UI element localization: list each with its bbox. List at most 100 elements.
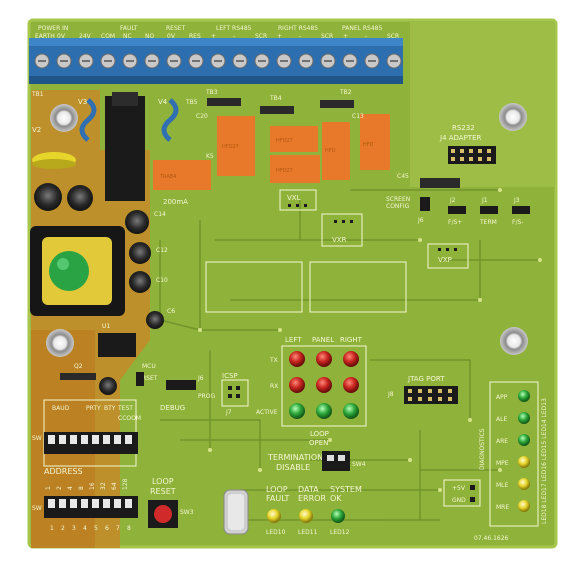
loop-reset-button[interactable] bbox=[154, 505, 172, 523]
fuse-print: TRAB4 bbox=[159, 174, 176, 180]
loop-open-line2: OPEN bbox=[309, 439, 328, 447]
mounting-hole-top-right bbox=[499, 103, 527, 131]
capacitor-c2 bbox=[67, 185, 93, 211]
address-switch-number: 2 bbox=[61, 525, 65, 532]
address-value-label: 128 bbox=[122, 478, 129, 490]
terminal-pin-label: SCR bbox=[387, 33, 399, 40]
label-q2: Q2 bbox=[74, 363, 83, 370]
address-switch-number: 7 bbox=[116, 525, 120, 532]
address-value-label: 2 bbox=[56, 486, 63, 490]
terminal-group-label-reset: RESET bbox=[166, 25, 186, 32]
address-switch-number: 1 bbox=[50, 525, 54, 532]
component-v3-top bbox=[112, 92, 138, 106]
terminal-group-label-panel: PANEL RS485 bbox=[342, 25, 382, 32]
diagnostics-box bbox=[489, 381, 539, 527]
terminal-pin-label: SCR bbox=[255, 33, 267, 40]
dip-switch-lever[interactable] bbox=[81, 499, 88, 508]
dip-switch-lever[interactable] bbox=[48, 435, 55, 444]
address-switch-number: 5 bbox=[94, 525, 98, 532]
rs232-pin bbox=[460, 157, 464, 161]
dip-switch-lever[interactable] bbox=[103, 435, 110, 444]
power-pin-plus bbox=[470, 485, 475, 490]
label-tb5: TB5 bbox=[185, 99, 198, 106]
dip-switch-lever[interactable] bbox=[114, 499, 121, 508]
label-c14: C14 bbox=[154, 211, 166, 218]
jtag-ref: J8 bbox=[387, 391, 394, 398]
mounting-hole-bottom-right bbox=[500, 327, 528, 355]
termination-ref: SW4 bbox=[352, 461, 366, 468]
crystal-inner bbox=[228, 494, 244, 530]
dip-headers: BAUD PRTY BTY TEST CCOOM bbox=[52, 405, 141, 422]
diode-tb4 bbox=[260, 106, 294, 114]
dip-switch-lever[interactable] bbox=[59, 435, 66, 444]
status-led-line1: DATA bbox=[298, 485, 319, 494]
power-pin-box bbox=[443, 479, 481, 507]
dip-switch-lever[interactable] bbox=[125, 435, 132, 444]
led-matrix-row-labels: TX RX ACTIVE bbox=[256, 357, 278, 416]
led-matrix-box bbox=[281, 345, 367, 427]
address-value-label: 64 bbox=[111, 482, 118, 490]
dip-switch-lever[interactable] bbox=[59, 499, 66, 508]
jumper-j1-label: TERM bbox=[479, 219, 497, 226]
vxp-label: VXP bbox=[438, 256, 452, 264]
loop-open-line1: LOOP bbox=[310, 430, 329, 438]
mounting-hole-top-left bbox=[50, 104, 78, 132]
dip-switch-lever[interactable] bbox=[114, 435, 121, 444]
terminal-pin-label: + bbox=[211, 33, 216, 40]
terminal-pin-label: - bbox=[299, 33, 301, 40]
relay-print-1: HFD27 bbox=[222, 144, 239, 150]
status-led-ref: LED12 bbox=[330, 529, 350, 536]
terminal-pin-label: 0V bbox=[57, 33, 66, 40]
icsp-j7: J7 bbox=[225, 409, 232, 416]
label-tb2: TB2 bbox=[339, 89, 352, 96]
diagnostics-led bbox=[518, 434, 530, 446]
dip-switch-lever[interactable] bbox=[103, 499, 110, 508]
relay-print-3: HFD27 bbox=[276, 168, 293, 174]
blue-inductor-left bbox=[79, 98, 97, 142]
status-led-line1: LOOP bbox=[266, 485, 288, 494]
relay-1 bbox=[217, 116, 255, 176]
led-matrix bbox=[289, 351, 359, 419]
terminal-pin-label: RES bbox=[189, 33, 201, 40]
chip-u1 bbox=[98, 333, 136, 357]
terminal-pin-label: NC bbox=[123, 33, 132, 40]
capacitor-c6 bbox=[146, 311, 164, 329]
terminal-pin-label: - bbox=[365, 33, 367, 40]
dip-switch-lever[interactable] bbox=[92, 435, 99, 444]
led-rx-panel bbox=[316, 377, 332, 393]
dip-switch-lever[interactable] bbox=[48, 499, 55, 508]
dip-switch-lever[interactable] bbox=[125, 499, 132, 508]
mounting-hole-bottom-left bbox=[46, 329, 74, 357]
dip-switch-lever[interactable] bbox=[70, 499, 77, 508]
terminal-pin-label: + bbox=[277, 33, 282, 40]
dip-sw-ref: SW bbox=[32, 435, 42, 442]
label-u1: U1 bbox=[102, 323, 110, 330]
diagnostics-led-label: MRE bbox=[496, 504, 509, 511]
loop-reset-line1: LOOP bbox=[152, 477, 174, 486]
dip-switch-lever[interactable] bbox=[92, 499, 99, 508]
jtag-pin bbox=[428, 397, 432, 401]
jtag-pin bbox=[418, 389, 422, 393]
relay-print-2: HFD27 bbox=[276, 138, 293, 144]
led-row-tx: TX bbox=[269, 357, 278, 364]
status-leds: LOOPFAULTLED10DATAERRORLED11SYSTEMOKLED1… bbox=[266, 485, 362, 536]
rs232-pin bbox=[460, 149, 464, 153]
capacitor-c10 bbox=[129, 271, 151, 293]
label-c12: C12 bbox=[156, 247, 168, 254]
terminal-group-label-power: POWER IN bbox=[38, 25, 68, 32]
yellow-capacitor-shadow bbox=[32, 159, 76, 169]
jtag-header bbox=[404, 386, 458, 404]
address-switch-number: 8 bbox=[127, 525, 131, 532]
jtag-header-body bbox=[404, 386, 458, 404]
fuse-body bbox=[153, 160, 211, 190]
capacitor-c14 bbox=[125, 210, 149, 234]
termination-switch-knob-1 bbox=[327, 455, 334, 461]
dip-switch-lever[interactable] bbox=[81, 435, 88, 444]
vxr-label: VXR bbox=[332, 236, 347, 244]
diagnostics-led-label: ALE bbox=[496, 416, 507, 423]
termination-switch-knob-2 bbox=[338, 455, 345, 461]
status-led-ref: LED10 bbox=[266, 529, 286, 536]
debug-header bbox=[166, 380, 196, 390]
dip-switch-lever[interactable] bbox=[70, 435, 77, 444]
